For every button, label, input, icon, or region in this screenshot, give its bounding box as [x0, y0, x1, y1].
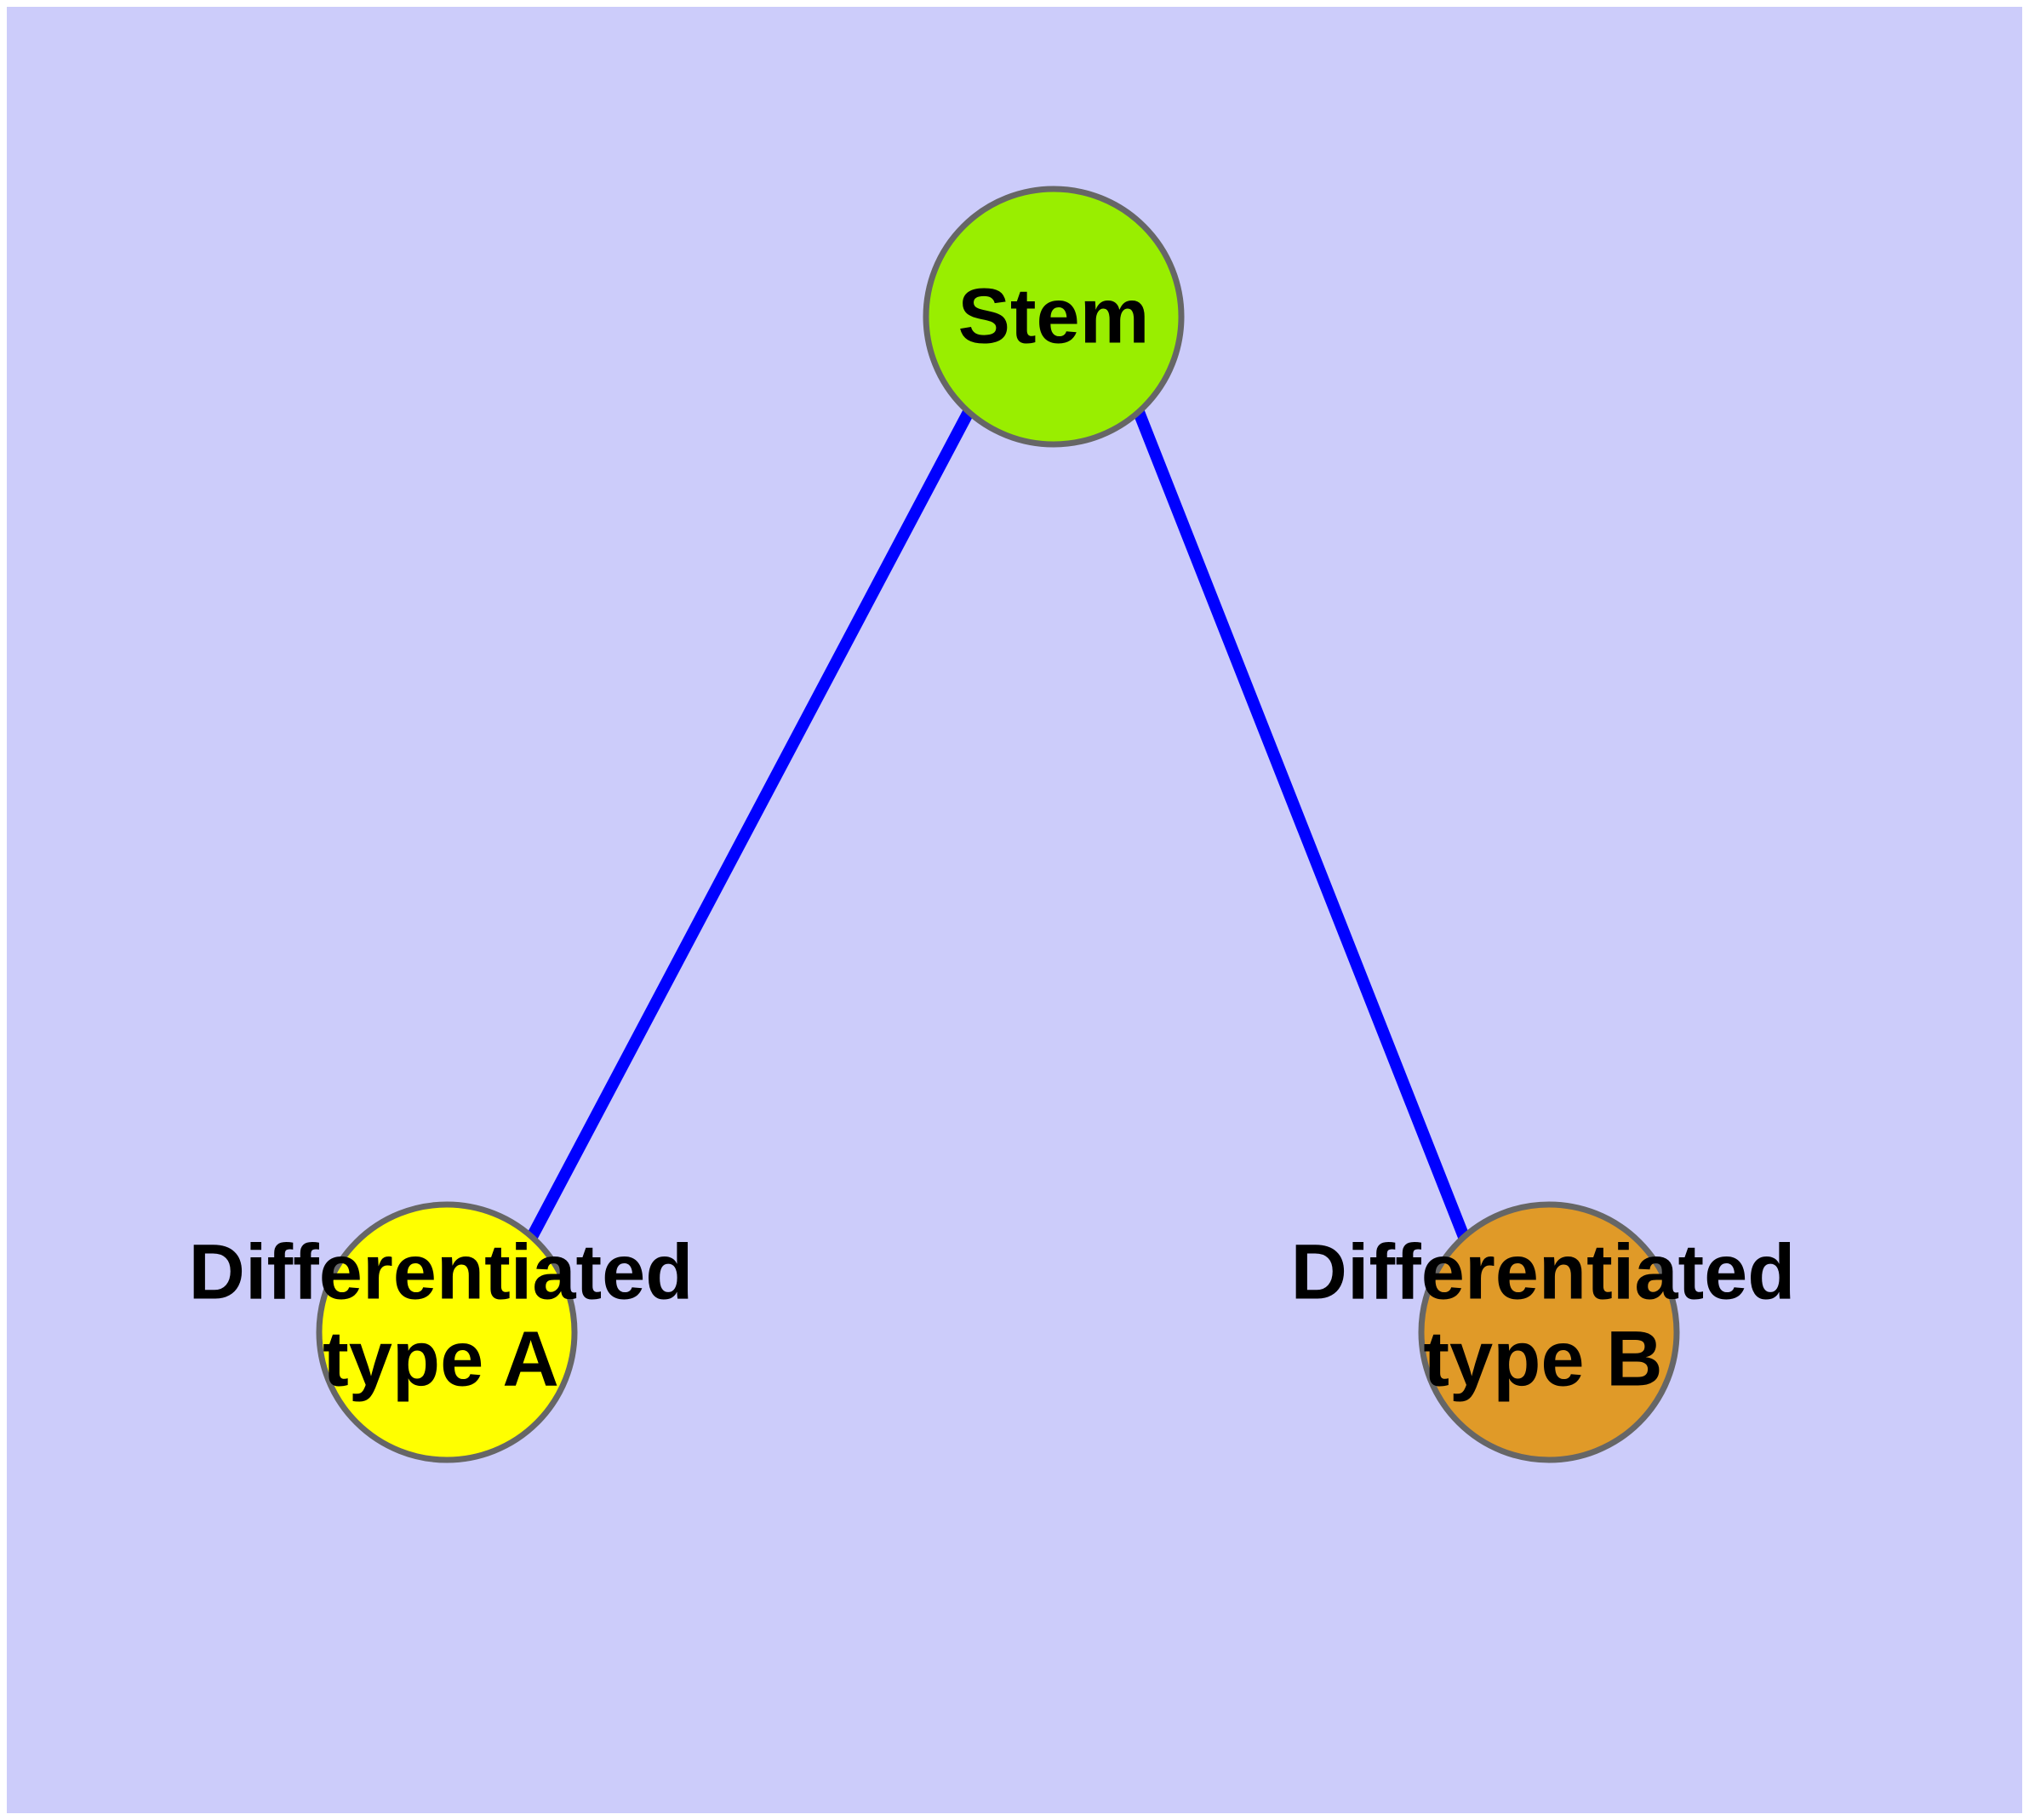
node-differentiated-type-a-circle[interactable] — [316, 1201, 578, 1463]
node-differentiated-type-b-label-line1: Differentiated — [1291, 1228, 1796, 1315]
node-stem-label: Stem — [958, 272, 1150, 359]
nodes-group: Stem Differentiated type A Differentiate… — [189, 186, 1796, 1463]
diagram-plot-area: Stem Differentiated type A Differentiate… — [7, 7, 2022, 1813]
edge-stem-to-differentiated-type-b — [1133, 409, 1470, 1239]
node-differentiated-type-b-label-line2: type B — [1423, 1315, 1662, 1402]
edge-stem-to-differentiated-type-a — [526, 409, 974, 1240]
node-differentiated-type-a[interactable]: Differentiated type A — [189, 1201, 694, 1463]
node-stem[interactable]: Stem — [923, 186, 1185, 448]
node-differentiated-type-a-label-line2: type A — [323, 1315, 559, 1402]
node-differentiated-type-a-label-line1: Differentiated — [189, 1228, 694, 1315]
node-differentiated-type-b-circle[interactable] — [1418, 1201, 1680, 1463]
node-differentiated-type-b[interactable]: Differentiated type B — [1291, 1201, 1796, 1463]
edges-group — [526, 409, 1470, 1240]
node-stem-circle[interactable] — [923, 186, 1185, 448]
graph-svg: Stem Differentiated type A Differentiate… — [189, 186, 1796, 1463]
